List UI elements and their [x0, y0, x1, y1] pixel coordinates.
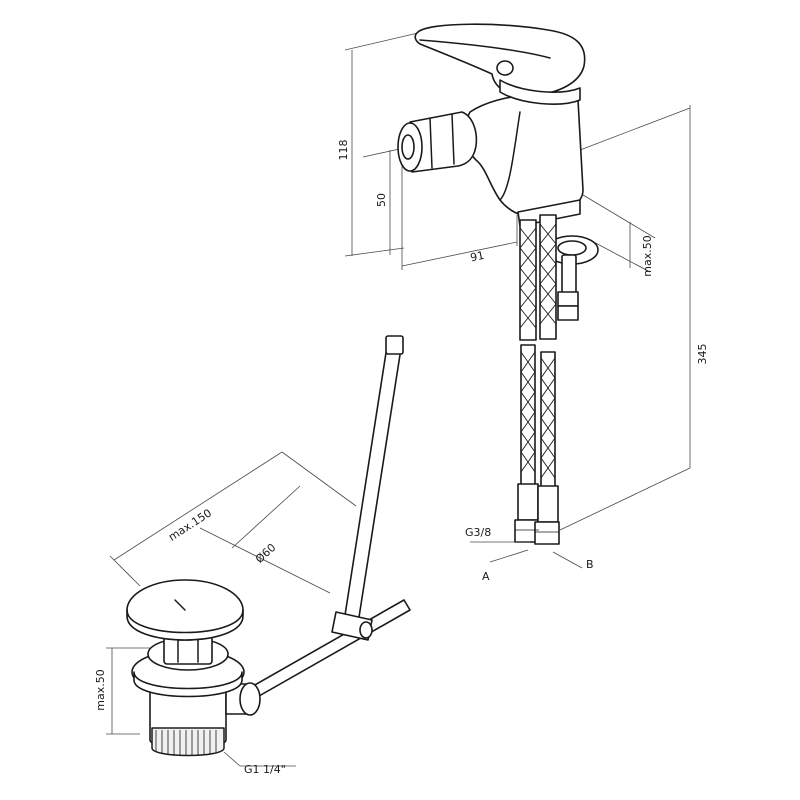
spout [409, 111, 478, 173]
hose-b-label: B [586, 558, 594, 571]
dim-g114-label: G1 1/4" [244, 763, 286, 776]
dim-345-label: 345 [696, 344, 709, 365]
pop-up-waste [106, 451, 357, 767]
dim-max50-top-label: max.50 [641, 235, 654, 276]
mixer-body [461, 93, 584, 219]
hose-a-label: A [482, 570, 490, 583]
flexible-hoses [470, 214, 583, 569]
dim-max50-waste-label: max.50 [94, 669, 107, 710]
pop-up-rod [245, 335, 411, 701]
dim-max150-label: max.150 [166, 506, 214, 543]
dim-91-label: 91 [469, 249, 485, 265]
lever-pivot [496, 60, 514, 76]
dim-118-label: 118 [337, 140, 350, 161]
bidet-mixer [397, 23, 599, 321]
dim-d60-label: Ø60 [253, 541, 279, 566]
dim-50-spout-label: 50 [375, 193, 388, 207]
dim-g38-label: G3/8 [465, 526, 491, 539]
waste-thread [151, 727, 225, 757]
dimension-lines-mixer [344, 32, 691, 531]
